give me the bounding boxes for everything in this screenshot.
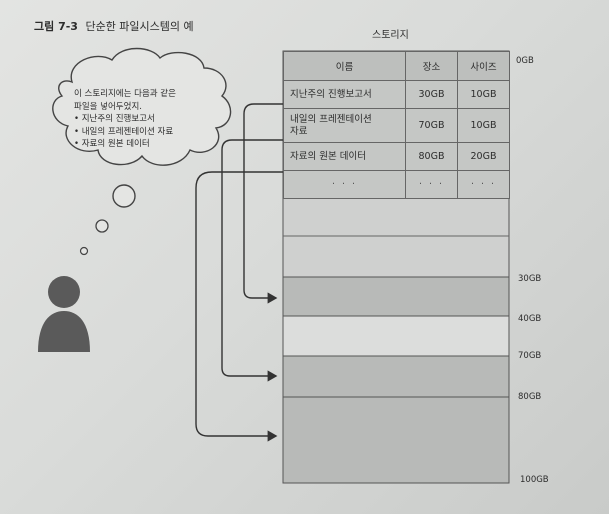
region-40-70gb [282, 315, 510, 357]
file-size: 10GB [457, 80, 510, 109]
region-80-100gb [282, 396, 510, 484]
table-row-ellipsis: · · · · · · · · · [283, 170, 510, 199]
table-row: 지난주의 진행보고서 30GB 10GB [283, 80, 510, 109]
gb-label-100: 100GB [520, 475, 549, 485]
table-row: 내일의 프레젠테이션 자료 70GB 10GB [283, 108, 510, 143]
figure-caption: 그림 7-3 단순한 파일시스템의 예 [34, 18, 194, 34]
thought-intro-2: 파일을 넣어두었지. [74, 101, 142, 112]
thought-item: 지난주의 진행보고서 [74, 113, 176, 126]
ellipsis-cell: · · · [283, 170, 406, 199]
gb-label-40: 40GB [518, 314, 542, 324]
arrow-weekly-report [243, 103, 283, 304]
file-name: 지난주의 진행보고서 [283, 80, 406, 109]
file-name-line-2: 자료 [290, 125, 308, 137]
file-size: 10GB [457, 108, 510, 143]
thought-text: 이 스토리지에는 다음과 같은 파일을 넣어두었지. 지난주의 진행보고서 내일… [74, 88, 176, 151]
arrow-presentation [221, 139, 283, 382]
column-header-name: 이름 [283, 51, 406, 81]
column-header-location: 장소 [405, 51, 458, 81]
storage-title: 스토리지 [372, 30, 409, 41]
gb-label-70: 70GB [518, 351, 542, 361]
ellipsis-cell: · · · [457, 170, 510, 199]
gb-label-0: 0GB [516, 56, 534, 66]
figure-title: 단순한 파일시스템의 예 [85, 20, 194, 33]
thought-file-list: 지난주의 진행보고서 내일의 프레젠테이션 자료 자료의 원본 데이터 [74, 113, 176, 151]
thought-item: 내일의 프레젠테이션 자료 [74, 126, 176, 139]
file-size: 20GB [457, 142, 510, 171]
gb-label-80: 80GB [518, 392, 542, 402]
ellipsis-cell: · · · [405, 170, 458, 199]
arrow-source-data [195, 171, 283, 442]
column-header-size: 사이즈 [457, 51, 510, 81]
file-location: 70GB [405, 108, 458, 143]
thought-bubble-small [79, 246, 89, 256]
table-row: 자료의 원본 데이터 80GB 20GB [283, 142, 510, 171]
thought-item: 자료의 원본 데이터 [74, 138, 176, 151]
file-name: 내일의 프레젠테이션 자료 [283, 108, 406, 143]
file-location: 80GB [405, 142, 458, 171]
file-location: 30GB [405, 80, 458, 109]
figure-number: 그림 7-3 [34, 20, 78, 33]
file-name-line-1: 내일의 프레젠테이션 [290, 113, 372, 125]
file-metadata-table: 이름 장소 사이즈 지난주의 진행보고서 30GB 10GB 내일의 프레젠테이… [283, 51, 510, 199]
pointer-arrows [195, 103, 283, 442]
thought-bubble-large [112, 184, 136, 208]
thought-intro-1: 이 스토리지에는 다음과 같은 [74, 89, 176, 99]
region-30-40gb [282, 276, 510, 317]
thought-bubble-medium [95, 219, 109, 233]
person-icon [38, 276, 90, 352]
gb-label-30: 30GB [518, 274, 542, 284]
file-name: 자료의 원본 데이터 [283, 142, 406, 171]
region-70-80gb [282, 355, 510, 398]
